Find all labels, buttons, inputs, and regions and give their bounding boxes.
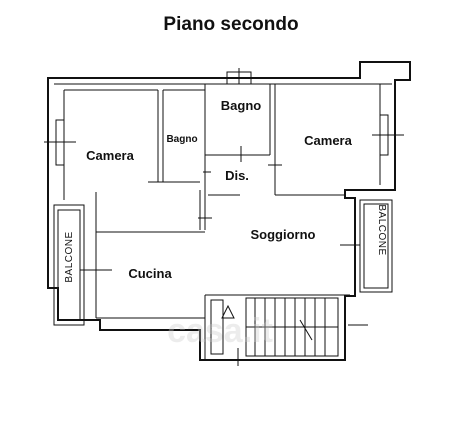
- inner-walls: [63, 83, 381, 360]
- balcony-left-label: BALCONE: [64, 231, 75, 282]
- balcony-left: BALCONE: [53, 204, 85, 326]
- watermark-logo: casa.it: [167, 312, 273, 350]
- room-label-cucina: Cucina: [128, 266, 172, 281]
- balcony-right: BALCONE: [359, 199, 393, 293]
- room-label-soggiorno: Soggiorno: [251, 227, 316, 242]
- stair-steps: [246, 298, 338, 356]
- stair-direction-icon: [221, 304, 235, 319]
- stairwell: [210, 297, 339, 357]
- room-label-bagno-small: Bagno: [166, 134, 197, 145]
- room-label-bagno: Bagno: [221, 98, 262, 113]
- plan-title: Piano secondo: [163, 14, 298, 35]
- room-label-camera-left: Camera: [86, 148, 134, 163]
- openings: [44, 68, 404, 366]
- balcony-right-label: BALCONE: [376, 204, 387, 255]
- room-label-camera-right: Camera: [304, 133, 352, 148]
- room-label-disimpegno: Dis.: [225, 168, 249, 183]
